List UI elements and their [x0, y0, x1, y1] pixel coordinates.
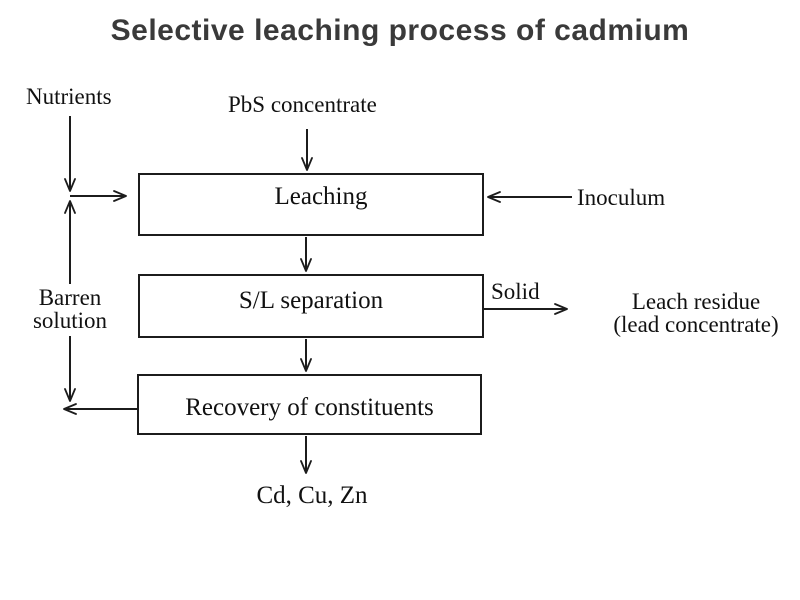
label-barren-solution: Barren solution	[20, 284, 120, 336]
page-title: Selective leaching process of cadmium	[110, 14, 690, 47]
process-box-leaching: Leaching	[138, 173, 484, 236]
label-leach-residue: Leach residue (lead concentrate)	[613, 289, 779, 337]
process-box-recovery-label: Recovery of constituents	[185, 393, 434, 421]
process-box-recovery: Recovery of constituents	[137, 374, 482, 435]
label-pbs-concentrate: PbS concentrate	[228, 92, 377, 117]
label-solid: Solid	[491, 279, 540, 304]
label-products-cd-cu-zn: Cd, Cu, Zn	[256, 482, 368, 509]
label-inoculum: Inoculum	[577, 185, 666, 210]
process-box-leaching-label: Leaching	[274, 182, 368, 210]
process-box-sl-separation-label: S/L separation	[238, 287, 384, 314]
label-nutrients: Nutrients	[26, 84, 112, 109]
process-box-sl-separation: S/L separation	[138, 274, 484, 338]
